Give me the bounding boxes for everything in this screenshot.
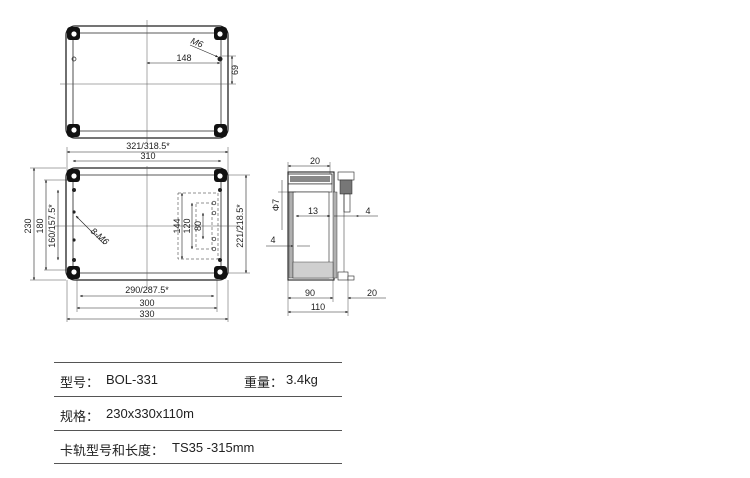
side-dim-20-bottom: 20 — [367, 288, 377, 298]
front-dim-left-inner: 160/157.5* — [47, 204, 57, 248]
weight-label: 重量： — [244, 375, 284, 390]
side-dim-4-right: 4 — [365, 206, 370, 216]
front-dim-left-mid: 180 — [35, 218, 45, 233]
model-value: BOL-331 — [106, 372, 159, 387]
top-view: M6 148 69 — [60, 20, 240, 144]
rail-value: TS35 -315mm — [172, 440, 255, 455]
front-view-screw-label: 8-M6 — [89, 226, 111, 247]
front-dim-center-1: 144 — [172, 218, 182, 233]
spec-row-rail: 卡轨型号和长度： TS35 -315mm — [54, 430, 342, 464]
model-label: 型号： — [60, 375, 100, 390]
spec-row-model: 型号： BOL-331 重量： 3.4kg — [54, 362, 342, 396]
front-dim-top-inner: 310 — [140, 151, 155, 161]
size-label: 规格： — [60, 409, 100, 424]
rail-label: 卡轨型号和长度： — [60, 443, 165, 458]
side-dim-top: 20 — [310, 156, 320, 166]
size-value: 230x330x110m — [106, 406, 194, 421]
front-dim-right: 221/218.5* — [235, 204, 245, 248]
front-view: 321/318.5* 310 — [23, 141, 250, 322]
spec-table: 型号： BOL-331 重量： 3.4kg 规格： 230x330x110m 卡… — [54, 362, 342, 464]
side-dim-90: 90 — [305, 288, 315, 298]
front-dim-center-2: 120 — [182, 218, 192, 233]
front-view-mount-holes — [72, 188, 222, 262]
front-dim-top-outer: 321/318.5* — [126, 141, 170, 151]
top-view-screw-label: M6 — [189, 36, 204, 50]
side-dim-4-left: 4 — [270, 235, 275, 245]
front-dim-bottom-2: 300 — [139, 298, 154, 308]
front-dim-bottom-1: 290/287.5* — [125, 285, 169, 295]
spec-row-size: 规格： 230x330x110m — [54, 396, 342, 430]
weight-value: 3.4kg — [286, 372, 318, 387]
front-dim-center-3: 80 — [193, 221, 203, 231]
side-view: 20 Φ7 13 4 4 — [266, 156, 386, 316]
side-dim-phi: Φ7 — [271, 199, 281, 211]
front-dim-bottom-3: 330 — [139, 309, 154, 319]
front-dim-left-outer: 230 — [23, 218, 33, 233]
top-view-dim-height: 69 — [230, 65, 240, 75]
top-view-dim-width: 148 — [176, 53, 191, 63]
side-dim-110: 110 — [311, 302, 325, 312]
side-dim-13: 13 — [308, 206, 318, 216]
